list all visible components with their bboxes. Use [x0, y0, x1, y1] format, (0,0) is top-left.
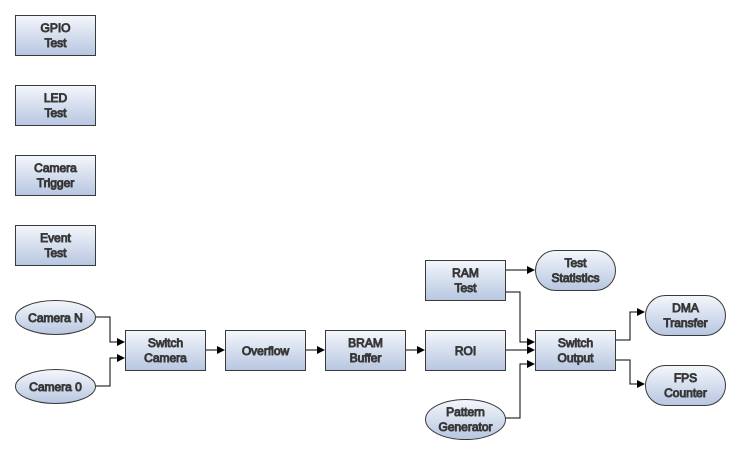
svg-text:Camera 0: Camera 0 [29, 380, 82, 394]
edge-switch-output-to-fps-counter [616, 359, 645, 388]
block-roi: ROI [425, 330, 506, 371]
block-camera-0: Camera 0 [15, 369, 96, 404]
edge-camera-n-to-switch-camera [95, 316, 125, 346]
edge-pattern-generator-to-switch-output [505, 360, 535, 419]
edge-camera-0-to-switch-camera [95, 354, 125, 387]
svg-text:Overflow: Overflow [242, 344, 290, 358]
block-camera-n: Camera N [15, 300, 96, 335]
svg-text:Camera N: Camera N [28, 311, 83, 325]
edge-switch-output-to-dma-transfer [616, 308, 645, 341]
edge-ram-test-to-switch-output [506, 291, 535, 346]
svg-text:ROI: ROI [455, 344, 476, 358]
block-overflow: Overflow [225, 330, 306, 371]
